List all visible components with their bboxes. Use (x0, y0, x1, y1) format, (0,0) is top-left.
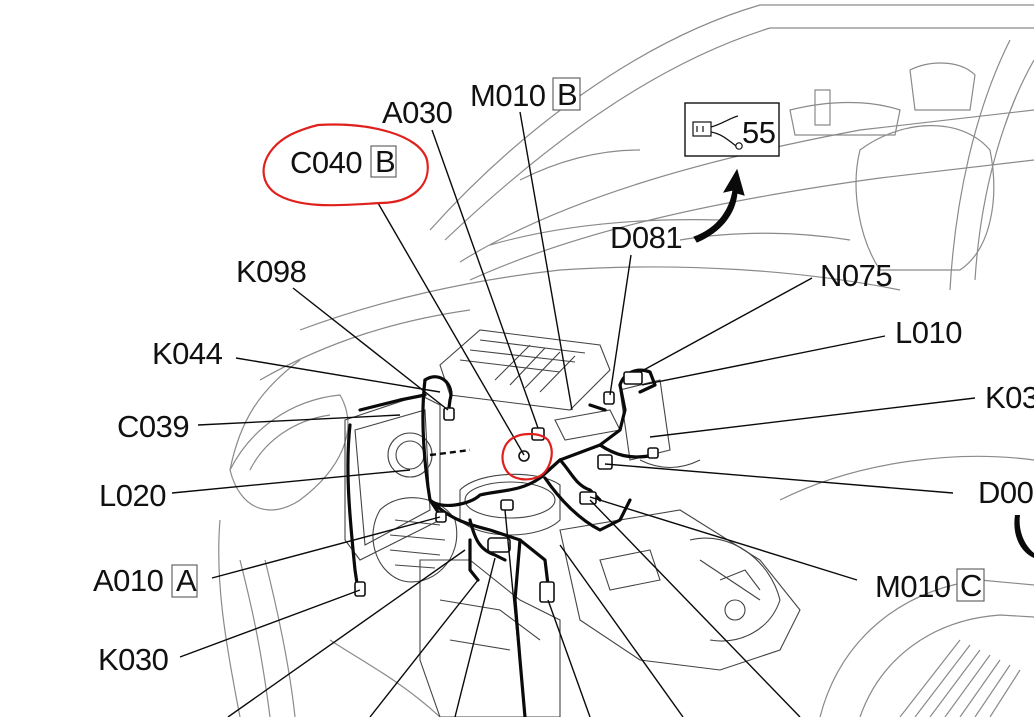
label-l020: L020 (99, 478, 167, 513)
label-l010: L010 (895, 315, 963, 350)
label-d081-code: D081 (610, 220, 682, 255)
label-m010-bottom-code: M010 (875, 569, 951, 604)
label-k044-code: K044 (152, 336, 223, 371)
highlight-annotations (262, 123, 553, 481)
label-k098-code: K098 (236, 254, 306, 289)
label-k030: K030 (98, 642, 169, 677)
label-n075-code: N075 (820, 258, 892, 293)
connector-pigtail-icon (692, 115, 743, 150)
reference-number: 55 (742, 115, 775, 150)
label-c039: C039 (117, 409, 190, 444)
label-k03: K03 (985, 380, 1034, 415)
label-k03-code: K03 (985, 380, 1034, 415)
car-body-outline (218, 4, 1034, 718)
label-d00: D00 (978, 475, 1034, 510)
label-l010-code: L010 (895, 315, 962, 350)
highlight-circle-c040-location (501, 432, 553, 481)
curved-arrow-icon (693, 168, 745, 243)
label-a030-code: A030 (382, 95, 453, 130)
label-c040-code: C040 (290, 145, 362, 180)
label-m010-top-suffix: B (557, 77, 577, 112)
label-a030: A030 (382, 95, 453, 130)
label-c039-code: C039 (117, 409, 189, 444)
label-c040-suffix: B (375, 144, 395, 179)
label-k030-code: K030 (98, 642, 169, 677)
label-d00-code: D00 (978, 475, 1034, 510)
label-l020-code: L020 (99, 478, 166, 513)
leader-lines (171, 111, 976, 718)
wheel-spokes (899, 639, 1021, 718)
reference-callout: 55 (684, 102, 780, 243)
label-k044: K044 (152, 336, 223, 371)
label-a010: A010 A (93, 563, 198, 598)
highlight-circle-c040-label (262, 123, 429, 207)
label-a010-suffix: A (176, 563, 197, 598)
label-m010-bottom: M010 C (875, 568, 985, 604)
label-c040: C040 B (290, 144, 397, 180)
label-k098: K098 (236, 254, 307, 289)
component-labels: C040 B A030 M010 B D081 K098 N075 K044 L… (93, 77, 1034, 677)
label-a010-code: A010 (93, 563, 164, 598)
engine-assembly (344, 329, 801, 718)
partial-arrow-icon (1014, 515, 1034, 558)
label-m010-top: M010 B (470, 77, 581, 113)
label-n075: N075 (820, 258, 893, 293)
label-m010-top-code: M010 (470, 78, 546, 113)
wiring-harness (346, 368, 659, 719)
label-d081: D081 (610, 220, 683, 255)
label-m010-bottom-suffix: C (960, 568, 982, 603)
